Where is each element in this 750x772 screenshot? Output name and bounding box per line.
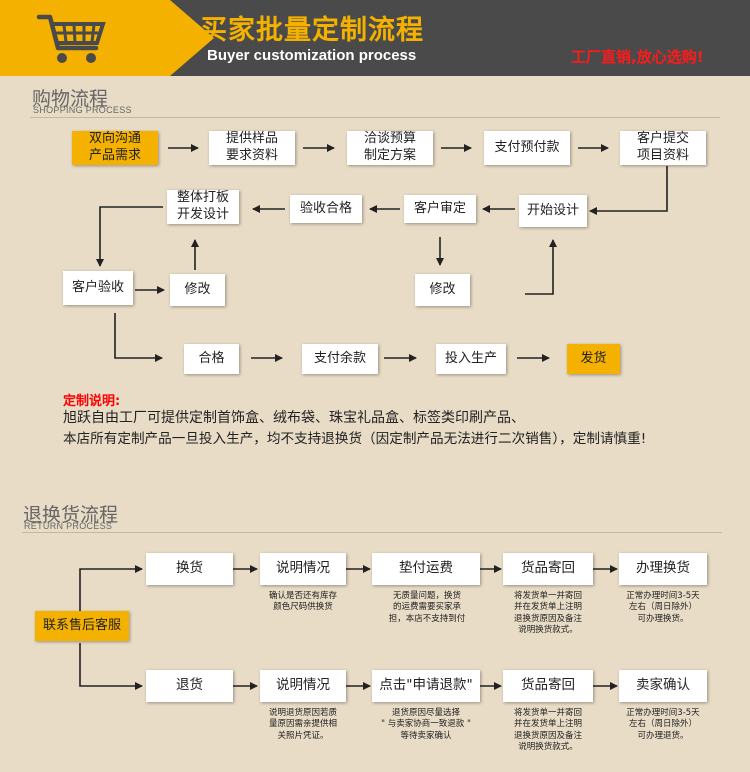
customization-note-title: 定制说明: [63,394,121,409]
step-sample-development: 整体打板 开发设计 [167,190,239,224]
header-slogan: 工厂直销,放心选购! [571,48,704,66]
return-section-title: 退换货流程 [23,504,119,526]
customization-note-line2: 本店所有定制产品一旦投入生产，均不支持退换货（因定制产品无法进行二次销售），定制… [63,431,647,447]
customization-note-line1: 旭跃自由工厂可提供定制首饰盒、绒布袋、珠宝礼品盒、标签类印刷产品、 [63,410,525,426]
shopping-divider [30,117,720,118]
shopping-section-title: 购物流程 [32,88,109,110]
exchange-step-prepay-shipping: 垫付运费 [372,553,480,585]
refund-note-return: 将发货单一并寄回 并在发货单上注明 退换货原因及备注 说明换货款式。 [513,708,582,753]
step-customer-acceptance: 客户验收 [63,271,133,305]
step-revise-left: 修改 [170,274,225,306]
step-start-design: 开始设计 [519,195,587,227]
step-acceptance-pass: 验收合格 [290,195,362,223]
step-provide-samples: 提供样品 要求资料 [209,131,295,165]
return-divider [22,532,722,533]
step-customer-review: 客户审定 [404,195,476,223]
step-two-way-communication: 双向沟通 产品需求 [72,131,158,165]
refund-step-explain: 说明情况 [260,670,346,702]
shopping-cart-icon [36,14,106,63]
exchange-step-return-goods: 货品寄回 [503,553,593,585]
refund-note-explain: 说明退货原因若质 量原因需亲提供相 关照片凭证。 [268,708,337,741]
refund-step-return: 退货 [146,670,233,702]
step-submit-project: 客户提交 项目资料 [620,131,706,165]
exchange-step-process: 办理换货 [619,553,707,585]
contact-customer-service: 联系售后客服 [35,611,129,641]
exchange-note-shipping: 无质量问题，换货 的运费需要买家承 担，本店不支持到付 [388,591,466,624]
refund-step-seller-confirm: 卖家确认 [619,670,707,702]
step-negotiate-budget: 洽谈预算 制定方案 [347,131,433,165]
exchange-note-process: 正常办理时间3-5天 左右（周日除外） 可办理换货。 [626,591,700,624]
refund-step-return-goods: 货品寄回 [503,670,593,702]
refund-note-confirm: 正常办理时间3-5天 左右（周日除外） 可办理退货。 [626,708,700,741]
step-revise-right: 修改 [415,274,470,306]
refund-step-apply-refund: 点击"申请退款" [372,670,480,702]
header-arrow-shape [170,0,214,76]
step-ship: 发货 [567,344,620,374]
return-section-subtitle: RETURN PROCESS [24,521,113,531]
exchange-step-explain: 说明情况 [260,553,346,585]
step-pay-balance: 支付余款 [302,344,378,374]
shopping-section-subtitle: SHOPPING PROCESS [33,105,132,115]
refund-note-apply: 退货原因尽量选择 " 与卖家协商一致退款 " 等待卖家确认 [381,708,471,741]
exchange-note-explain: 确认是否还有库存 颜色尺码供换货 [268,591,337,613]
exchange-note-return: 将发货单一并寄回 并在发货单上注明 退换货原因及备注 说明换货款式。 [513,591,582,636]
page-title: 买家批量定制流程 [200,15,424,46]
step-qualified: 合格 [184,344,239,374]
step-pay-deposit: 支付预付款 [484,131,570,165]
page-subtitle: Buyer customization process [207,47,417,64]
step-production: 投入生产 [436,344,506,374]
header-banner: 买家批量定制流程 Buyer customization process 工厂直… [0,0,750,76]
exchange-step-exchange: 换货 [146,553,233,585]
